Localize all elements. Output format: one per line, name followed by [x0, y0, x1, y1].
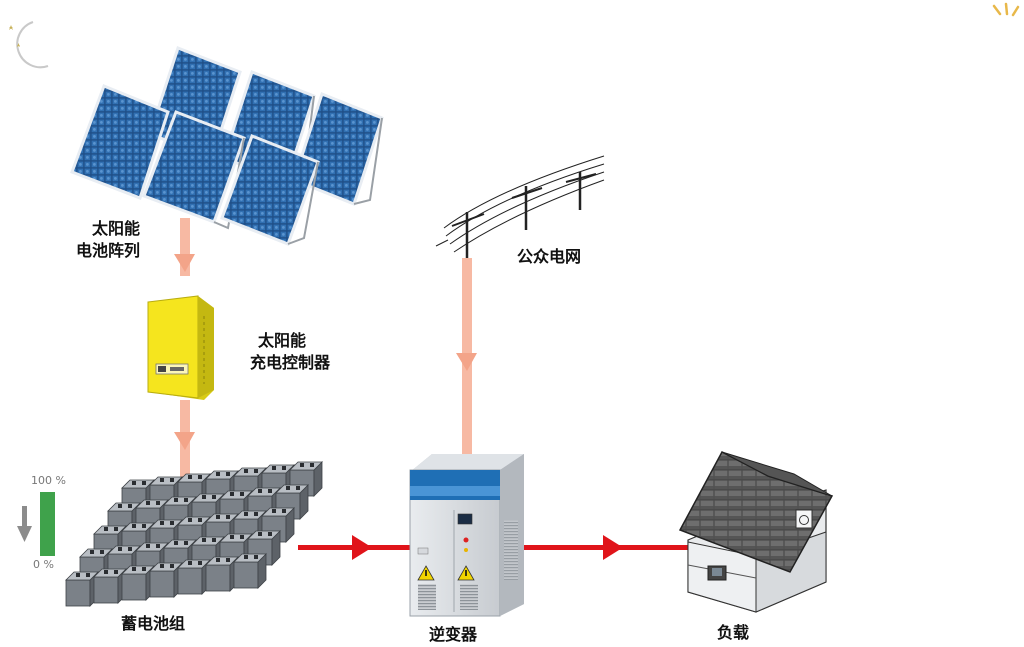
solar-array-label: 太阳能 电池阵列 [76, 218, 141, 262]
battery-bank-label: 蓄电池组 [121, 614, 186, 633]
solar-array-label-line2: 电池阵列 [76, 241, 141, 260]
charge-controller-label: 太阳能 充电控制器 [250, 330, 330, 374]
battery-to-inverter-arrow [298, 535, 416, 560]
array-to-controller-arrow [174, 218, 195, 276]
charge-controller-label-line2: 充电控制器 [250, 353, 331, 372]
arrow-down-icon [17, 506, 32, 542]
battery-cell [275, 484, 309, 520]
inverter [409, 454, 524, 617]
charge-controller-label-line1: 太阳能 [258, 331, 307, 350]
battery-bank [65, 461, 323, 607]
load-label: 负载 [717, 623, 750, 642]
battery-cell [289, 461, 323, 497]
solar-panel [142, 110, 246, 230]
battery-cell [233, 553, 267, 589]
controller-to-battery-arrow [174, 400, 195, 478]
battery-cell [149, 562, 183, 598]
solar-panel-array [70, 46, 384, 246]
warning-icon [457, 565, 475, 581]
power-grid-lines [435, 155, 605, 258]
battery-cell [65, 571, 99, 607]
grid-label: 公众电网 [517, 247, 582, 266]
solar-panel [220, 134, 320, 246]
sun-ray-icon [992, 2, 1020, 17]
battery-level-indicator [17, 492, 55, 556]
grid-to-inverter-arrow [456, 258, 477, 458]
battery-min-label: 0 % [33, 558, 54, 571]
battery-level-bar [40, 492, 55, 556]
solar-panel [70, 84, 170, 200]
inverter-label: 逆变器 [429, 625, 478, 644]
battery-cell [93, 568, 127, 604]
battery-cell [121, 565, 155, 601]
battery-cell [177, 559, 211, 595]
house-load [678, 450, 834, 613]
moon-icon [9, 21, 49, 69]
inverter-to-load-arrow [520, 535, 690, 560]
battery-cell [205, 556, 239, 592]
solar-array-label-line1: 太阳能 [92, 219, 141, 238]
warning-icon [417, 565, 435, 581]
battery-max-label: 100 % [31, 474, 66, 487]
charge-controller [147, 295, 214, 400]
